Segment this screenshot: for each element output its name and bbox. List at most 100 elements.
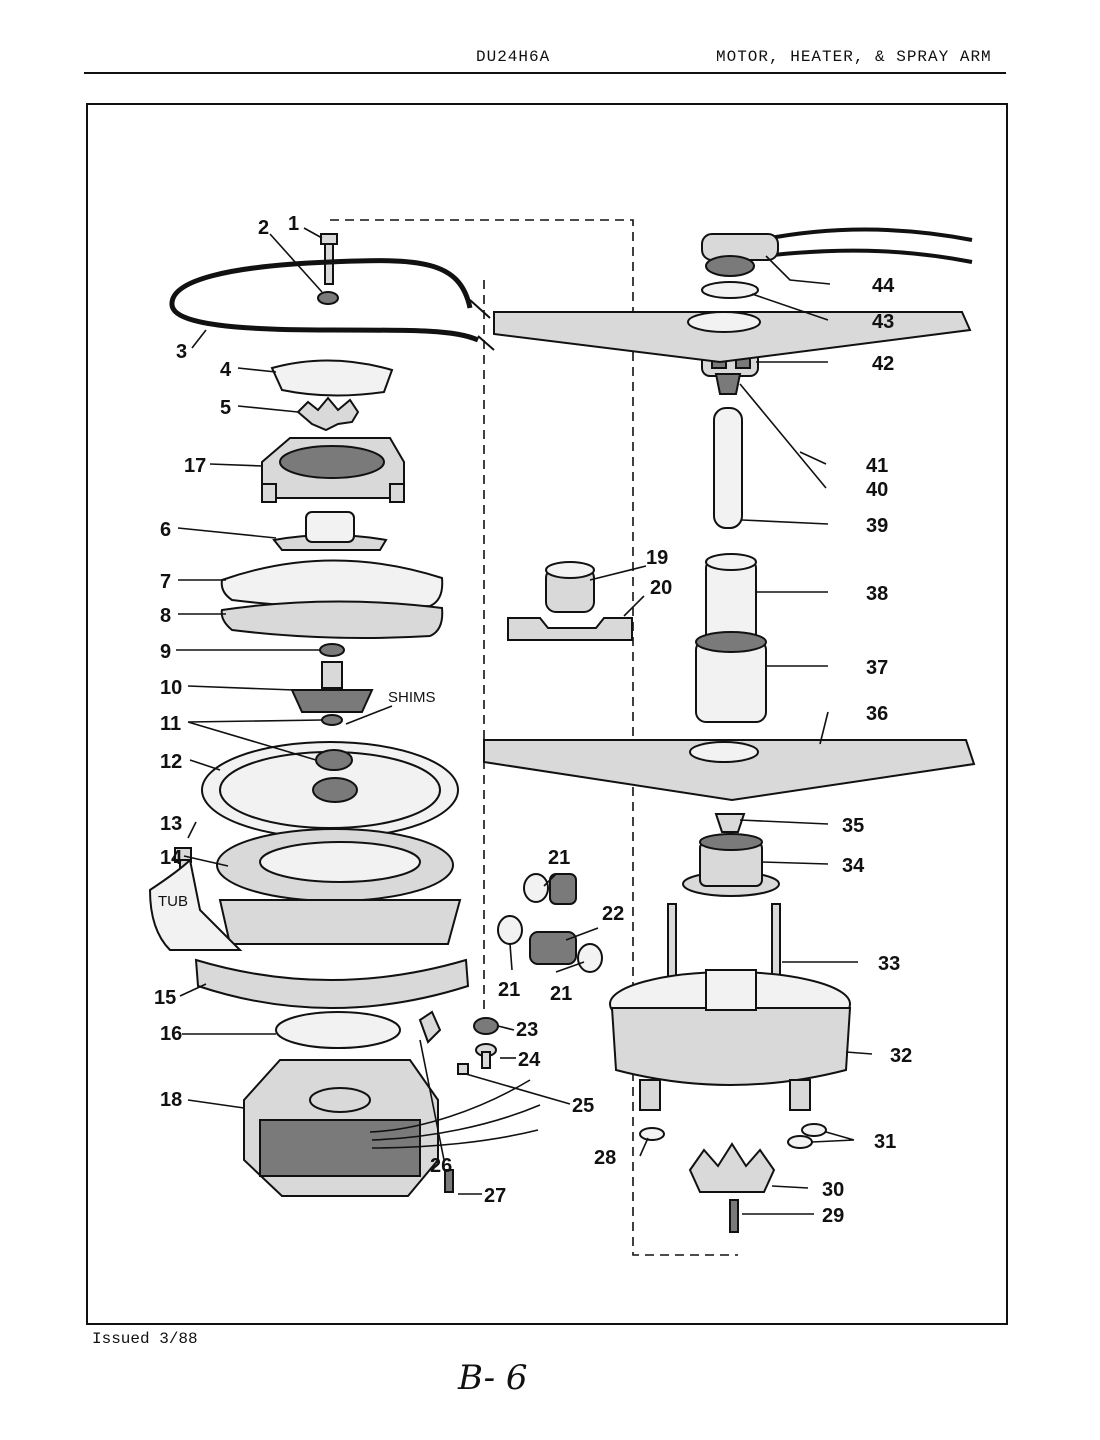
- part-18-motor: [243, 1059, 439, 1197]
- part-34-pump-housing: [682, 833, 780, 897]
- callout-31: 31: [874, 1131, 896, 1153]
- part-31-washers: [787, 1123, 827, 1149]
- callout-4: 4: [220, 359, 232, 381]
- part-15-tub-gasket: [194, 958, 470, 1009]
- callout-6: 6: [160, 519, 171, 541]
- part-6-bearing-plate: [272, 511, 388, 551]
- callout-42: 42: [872, 353, 894, 375]
- header-rule: [84, 72, 1006, 74]
- callout-37: 37: [866, 657, 888, 679]
- part-30-impeller: [688, 1142, 776, 1193]
- part-10-impeller: [290, 661, 374, 713]
- part-37-tube: [695, 631, 767, 723]
- part-24-screw: [475, 1043, 497, 1069]
- callout-1: 1: [288, 213, 299, 235]
- part-26-switch-lever: [418, 1010, 442, 1044]
- part-2-washer: [317, 291, 339, 305]
- part-14-pump-base: [216, 828, 462, 945]
- part-21-hose-clamps: [497, 873, 603, 973]
- callout-12: 12: [160, 751, 182, 773]
- issued-date: Issued 3/88: [92, 1330, 198, 1348]
- label-shims: SHIMS: [388, 689, 436, 706]
- callout-34: 34: [842, 855, 865, 877]
- callout-43: 43: [872, 311, 894, 333]
- part-20-bracket: [507, 617, 633, 641]
- callout-5: 5: [220, 397, 231, 419]
- callout-35: 35: [842, 815, 864, 837]
- part-35-bearing: [714, 813, 746, 833]
- part-9-seal: [319, 643, 345, 657]
- part-36-lower-spray-arm: [483, 739, 976, 802]
- callout-39: 39: [866, 515, 888, 537]
- callout-21-left: 21: [498, 979, 520, 1001]
- part-19-magnet: [545, 561, 595, 613]
- part-21-hose-connector: [549, 873, 577, 905]
- callout-24: 24: [518, 1049, 541, 1071]
- callout-27: 27: [484, 1185, 506, 1207]
- callout-33: 33: [878, 953, 900, 975]
- callout-3: 3: [176, 341, 187, 363]
- part-16-disc: [275, 1011, 401, 1049]
- assembly-dash-line: [330, 219, 738, 1256]
- part-23-grommet: [473, 1017, 499, 1035]
- part-29-screw: [729, 1199, 739, 1233]
- callout-18: 18: [160, 1089, 182, 1111]
- part-1-bolt: [320, 233, 338, 285]
- callout-8: 8: [160, 605, 171, 627]
- callout-14: 14: [160, 847, 183, 869]
- part-3-heater-element: [169, 258, 479, 343]
- callout-20: 20: [650, 577, 672, 599]
- callout-22: 22: [602, 903, 624, 925]
- callout-26: 26: [430, 1155, 452, 1177]
- part-28-washer: [639, 1127, 665, 1141]
- part-22-hose: [529, 931, 577, 965]
- callout-2: 2: [258, 217, 269, 239]
- leader-lines: [176, 227, 873, 1215]
- part-25-screw: [457, 1063, 469, 1075]
- callout-17: 17: [184, 455, 206, 477]
- part-44-supply-tube: [701, 227, 973, 277]
- callout-28: 28: [594, 1147, 616, 1169]
- part-11-shim-washer: [321, 714, 343, 726]
- part-41-upper-spray-arm: [493, 311, 972, 364]
- diagram-frame: [86, 103, 1008, 1325]
- callout-23: 23: [516, 1019, 538, 1041]
- callout-41: 41: [866, 455, 888, 477]
- callout-7: 7: [160, 571, 171, 593]
- page-mark: B- 6: [458, 1358, 528, 1398]
- part-40-nozzle-cap: [714, 373, 742, 395]
- model-number: DU24H6A: [476, 48, 551, 66]
- part-32-pump-casing: [609, 969, 852, 1111]
- part-27-screw: [444, 1169, 454, 1193]
- callout-38: 38: [866, 583, 888, 605]
- callout-16: 16: [160, 1023, 182, 1045]
- section-title: MOTOR, HEATER, & SPRAY ARM: [716, 48, 992, 66]
- callout-30: 30: [822, 1179, 844, 1201]
- callout-21-top: 21: [548, 847, 570, 869]
- callout-44: 44: [872, 275, 895, 297]
- part-8-gasket: [220, 600, 444, 639]
- callout-9: 9: [160, 641, 171, 663]
- part-38-tube: [705, 553, 757, 651]
- tub-section: [148, 857, 243, 951]
- part-43-seal: [701, 281, 759, 299]
- callout-10: 10: [160, 677, 182, 699]
- callout-40: 40: [866, 479, 888, 501]
- callout-36: 36: [866, 703, 888, 725]
- callout-25: 25: [572, 1095, 594, 1117]
- part-5-gear: [296, 396, 360, 432]
- callout-19: 19: [646, 547, 668, 569]
- part-39-tube: [713, 407, 743, 529]
- callout-21-right: 21: [550, 983, 572, 1005]
- callout-29: 29: [822, 1205, 844, 1227]
- motor-wire-leads: [369, 1079, 541, 1149]
- callout-32: 32: [890, 1045, 912, 1067]
- callout-11: 11: [160, 713, 181, 735]
- part-4-cover: [270, 359, 394, 397]
- label-tub: TUB: [158, 893, 188, 910]
- part-17-housing: [261, 437, 405, 503]
- part-12-seal-ring: [201, 741, 459, 839]
- callout-15: 15: [154, 987, 176, 1009]
- callout-13: 13: [160, 813, 182, 835]
